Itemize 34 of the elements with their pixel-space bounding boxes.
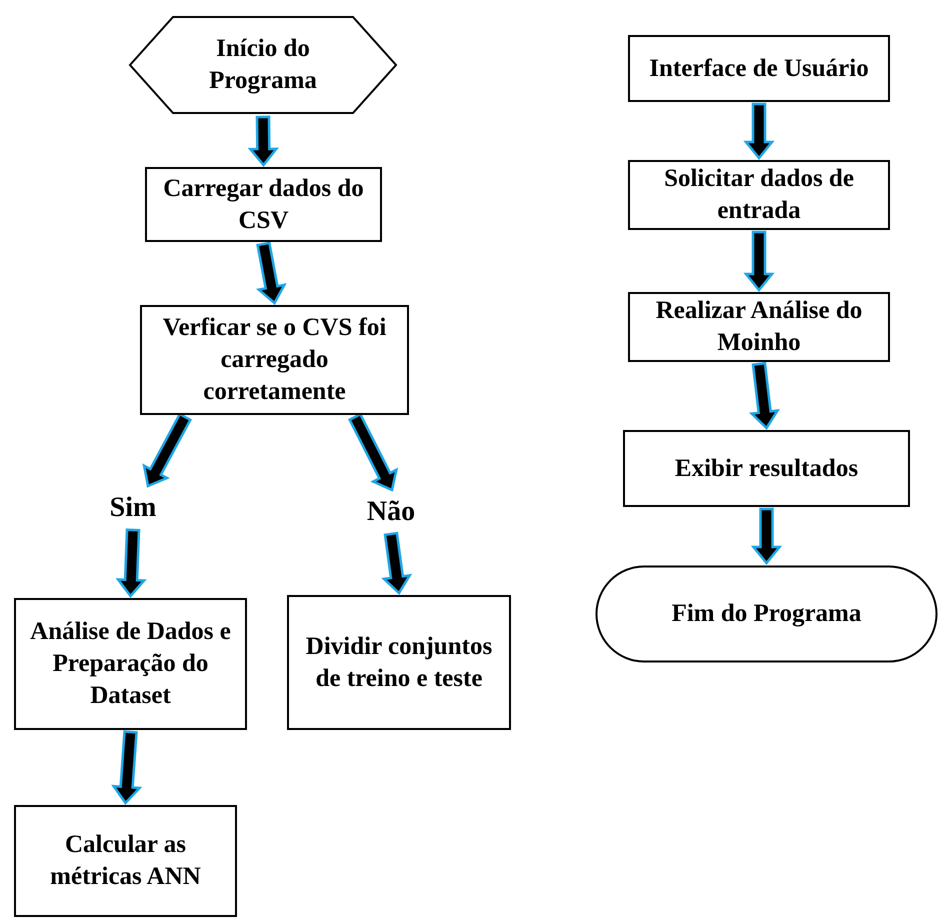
block-arrow xyxy=(381,532,412,595)
process-box xyxy=(145,167,382,242)
process-box xyxy=(623,430,910,507)
block-arrow xyxy=(348,412,398,492)
node-label: Verficar se o CVS foi carregado corretamente xyxy=(162,313,388,407)
block-arrow xyxy=(248,116,279,167)
process-box xyxy=(287,595,511,730)
block-arrow xyxy=(142,412,192,488)
block-arrow xyxy=(748,362,780,430)
node-label: Análise de Dados e Preparação do Dataset xyxy=(29,617,232,711)
node-label: Dividir conjuntos de treino e teste xyxy=(304,632,494,694)
process-box xyxy=(628,160,890,230)
node-label: Solicitar dados de entrada xyxy=(663,164,855,226)
start-hexagon xyxy=(128,15,398,115)
node-label: Carregar dados do CSV xyxy=(162,174,365,236)
process-box xyxy=(628,292,890,362)
process-box xyxy=(14,598,247,730)
branch-label: Sim xyxy=(100,488,166,528)
node-label: Exibir resultados xyxy=(674,454,858,484)
process-box xyxy=(140,305,409,415)
block-arrow xyxy=(750,508,782,565)
branch-label: Não xyxy=(355,492,427,532)
node-label: Início do Programa xyxy=(208,34,318,96)
block-arrow xyxy=(111,730,142,805)
block-arrow xyxy=(256,241,287,305)
process-box xyxy=(628,35,890,102)
node-label: Calcular as métricas ANN xyxy=(49,830,202,892)
block-arrow xyxy=(743,102,775,160)
process-box xyxy=(14,805,237,917)
node-label: Fim do Programa xyxy=(672,599,862,629)
node-label: Realizar Análise do Moinho xyxy=(654,296,864,358)
block-arrow xyxy=(743,230,775,292)
block-arrow xyxy=(116,528,147,598)
node-label: Interface de Usuário xyxy=(649,54,869,84)
